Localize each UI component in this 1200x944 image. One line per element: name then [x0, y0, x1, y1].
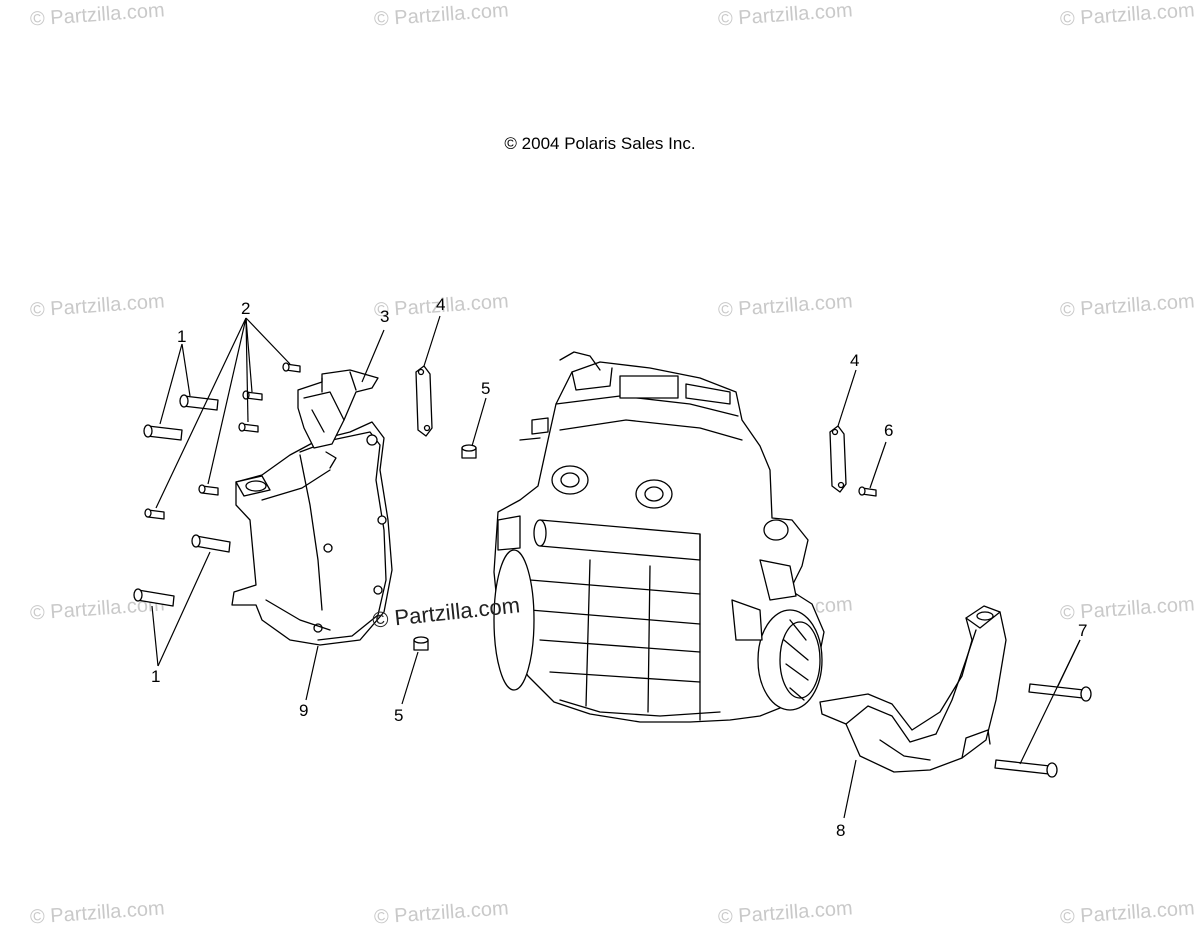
screw-part-6: [858, 486, 877, 497]
callout-part-6: 6: [884, 421, 894, 440]
leader-lines: [151, 315, 1081, 819]
callout-part-4: 4: [850, 351, 860, 370]
callout-part-8: 8: [836, 821, 846, 840]
bolts-part-1: [133, 394, 231, 607]
copyright-notice: © 2004 Polaris Sales Inc.: [504, 134, 696, 153]
callout-part-9: 9: [299, 701, 309, 720]
bolts-part-7: [994, 683, 1092, 778]
callout-part-1: 1: [177, 327, 187, 346]
cover-part-9: [231, 421, 393, 646]
callout-part-2: 2: [241, 299, 251, 318]
callout-part-4: 4: [436, 295, 446, 314]
callout-part-3: 3: [380, 307, 390, 326]
screws-part-2: [144, 362, 301, 520]
callout-part-5: 5: [481, 379, 491, 398]
callout-part-1: 1: [151, 667, 161, 686]
bushing-part-5: [413, 444, 477, 651]
engine-assembly-icon: [493, 351, 825, 723]
strap-part-4-left: [415, 365, 433, 437]
strap-part-4-right: [829, 425, 847, 493]
callout-part-7: 7: [1078, 621, 1088, 640]
mount-part-8: [819, 605, 1007, 773]
callout-part-5: 5: [394, 706, 404, 725]
bracket-part-3: [297, 369, 379, 449]
